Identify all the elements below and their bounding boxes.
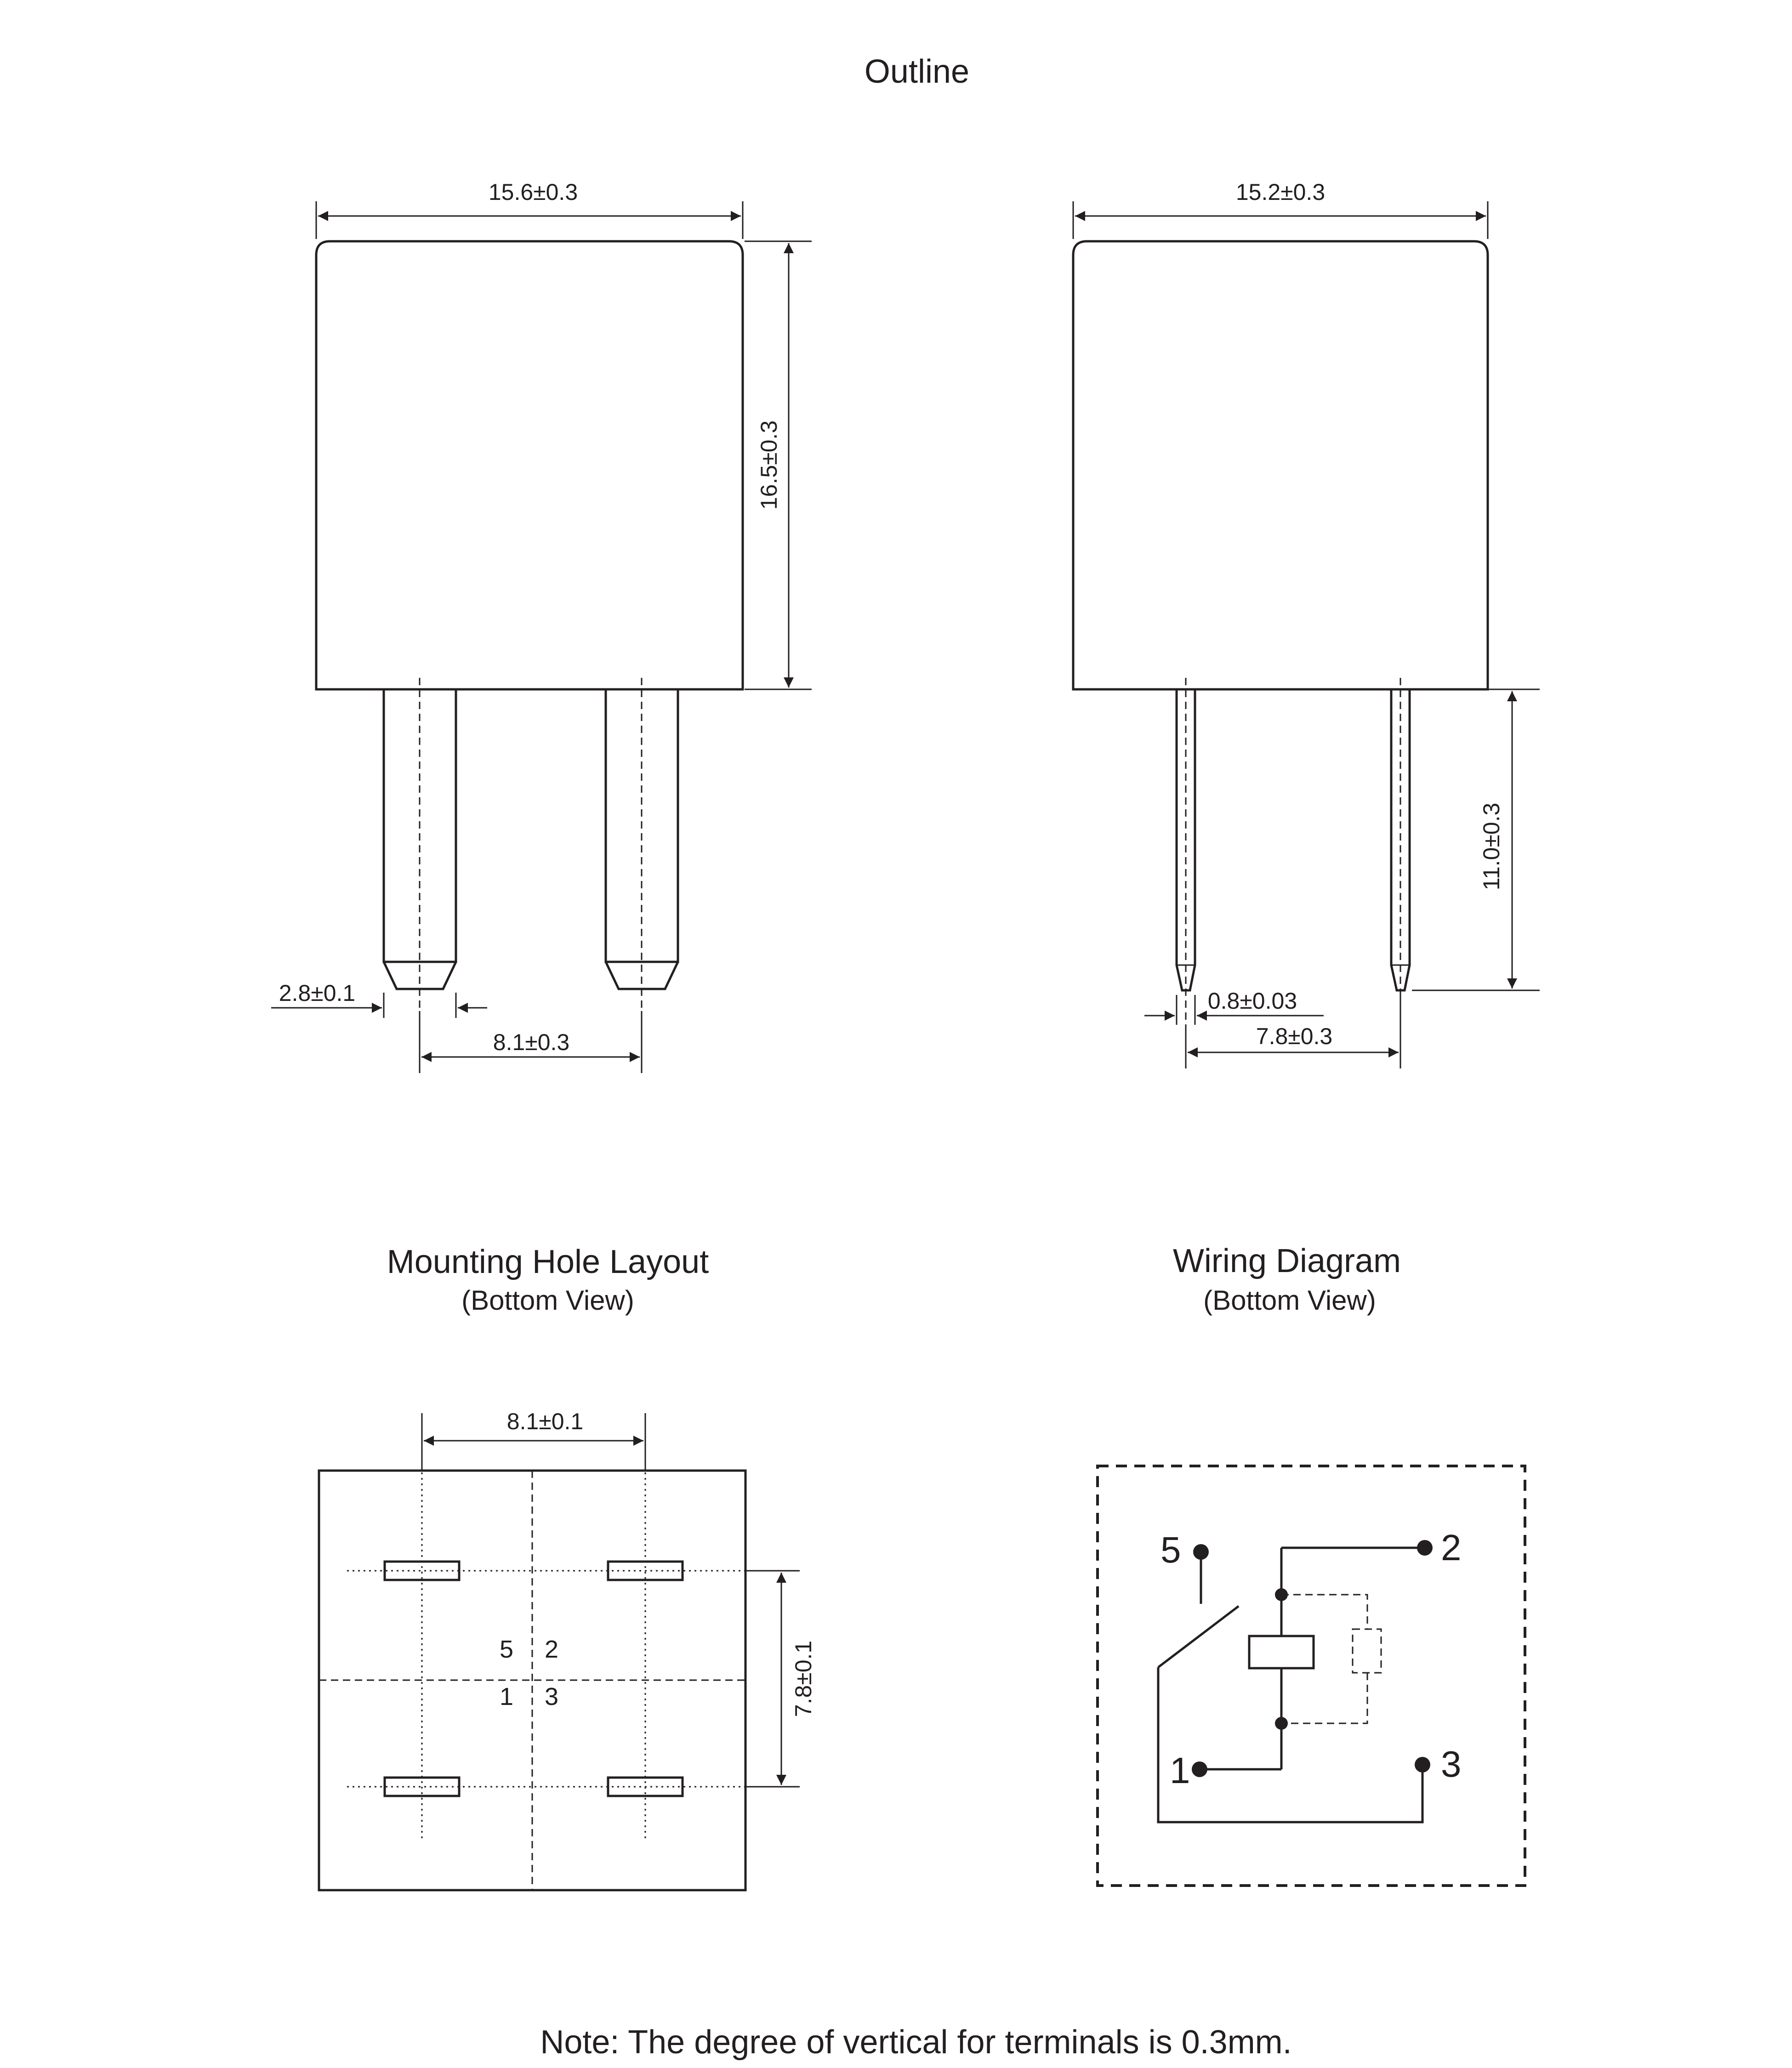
front-terminal-right [604,689,679,963]
mounting-hole-5 [383,1560,461,1581]
optional-resistor [1352,1628,1382,1674]
side-view: 15.2±0.3 11.0±0.3 0.8±0.03 7.8±0.3 [1072,179,1540,1068]
side-terminal-length-label: 11.0±0.3 [1479,803,1504,891]
wiring-terminal-1 [1192,1761,1207,1777]
mounting-subtitle: (Bottom View) [461,1285,634,1316]
wiring-terminal-3 [1415,1757,1430,1773]
wiring-terminal-2 [1417,1540,1433,1556]
outline-title: Outline [865,53,969,90]
side-width-label: 15.2±0.3 [1236,179,1325,205]
mounting-title: Mounting Hole Layout [387,1244,709,1280]
front-terminal-left [382,689,457,963]
wiring-diagram: 2 1 5 3 [1096,1465,1526,1887]
wiring-subtitle: (Bottom View) [1203,1285,1376,1316]
mounting-hole-2 [607,1560,684,1581]
mounting-pitch-x-label: 8.1±0.1 [507,1409,583,1434]
wiring-pin-1: 1 [1170,1750,1190,1791]
mounting-layout: 5 2 1 3 8.1±0.1 7.8±0.1 [318,1409,816,1892]
mounting-hole-3 [607,1776,684,1797]
mounting-pin-3: 3 [545,1683,558,1710]
side-pitch-label: 7.8±0.3 [1256,1023,1332,1049]
mounting-pin-1: 1 [500,1683,513,1710]
front-pitch-label: 8.1±0.3 [493,1029,569,1055]
wiring-pin-5: 5 [1161,1529,1181,1570]
side-terminal-thickness-label: 0.8±0.03 [1208,988,1297,1014]
switch-arm [1157,1605,1240,1668]
front-terminal-width-label: 2.8±0.1 [279,980,355,1006]
wiring-title: Wiring Diagram [1173,1243,1401,1279]
mounting-pin-2: 2 [545,1636,558,1663]
note-text: Note: The degree of vertical for termina… [540,2024,1291,2061]
side-view-body [1072,240,1489,691]
mounting-pin-5: 5 [500,1636,513,1663]
mounting-pitch-y-label: 7.8±0.1 [791,1641,816,1717]
mounting-hole-1 [383,1776,461,1797]
front-view: 15.6±0.3 16.5±0.3 2.8±0.1 8.1±0.3 [271,179,812,1073]
front-view-body [315,240,744,691]
front-height-label: 16.5±0.3 [756,420,782,510]
wiring-pin-2: 2 [1441,1527,1462,1568]
wiring-pin-3: 3 [1441,1744,1462,1784]
relay-coil [1248,1635,1315,1670]
front-width-label: 15.6±0.3 [489,179,578,205]
